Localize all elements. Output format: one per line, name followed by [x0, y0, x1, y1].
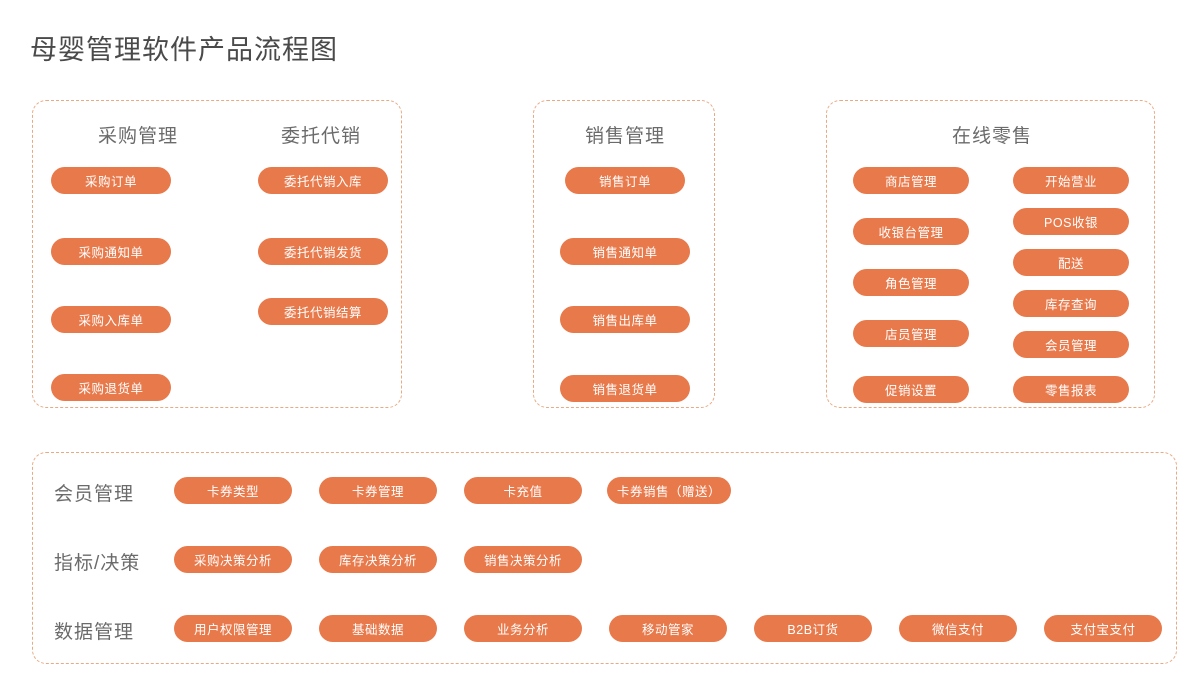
pill-sales-order[interactable]: 销售订单 — [565, 167, 685, 194]
pill-wechat-pay[interactable]: 微信支付 — [899, 615, 1017, 642]
pill-sales-return[interactable]: 销售退货单 — [560, 375, 690, 402]
pill-card-recharge[interactable]: 卡充值 — [464, 477, 582, 504]
panel-header-sales: 销售管理 — [584, 126, 666, 147]
pill-inventory-decision-analysis[interactable]: 库存决策分析 — [319, 546, 437, 573]
pill-sales-decision-analysis[interactable]: 销售决策分析 — [464, 546, 582, 573]
row-label-metrics: 指标/决策 — [54, 553, 141, 574]
pill-member-management[interactable]: 会员管理 — [1013, 331, 1129, 358]
pill-purchase-decision-analysis[interactable]: 采购决策分析 — [174, 546, 292, 573]
row-label-data: 数据管理 — [54, 622, 135, 643]
panel-header-online-retail: 在线零售 — [951, 126, 1033, 147]
page-title: 母婴管理软件产品流程图 — [30, 35, 338, 65]
pill-business-analysis[interactable]: 业务分析 — [464, 615, 582, 642]
pill-sales-notice[interactable]: 销售通知单 — [560, 238, 690, 265]
pill-store-management[interactable]: 商店管理 — [853, 167, 969, 194]
pill-basic-data[interactable]: 基础数据 — [319, 615, 437, 642]
pill-sales-outbound[interactable]: 销售出库单 — [560, 306, 690, 333]
pill-pos-checkout[interactable]: POS收银 — [1013, 208, 1129, 235]
pill-card-sales-gift[interactable]: 卡券销售（赠送） — [607, 477, 731, 504]
pill-card-type[interactable]: 卡券类型 — [174, 477, 292, 504]
pill-purchase-order[interactable]: 采购订单 — [51, 167, 171, 194]
row-label-member: 会员管理 — [54, 484, 135, 505]
pill-promotion-settings[interactable]: 促销设置 — [853, 376, 969, 403]
pill-user-permission-management[interactable]: 用户权限管理 — [174, 615, 292, 642]
pill-purchase-notice[interactable]: 采购通知单 — [51, 238, 171, 265]
pill-role-management[interactable]: 角色管理 — [853, 269, 969, 296]
pill-consign-shipment[interactable]: 委托代销发货 — [258, 238, 388, 265]
panel-sales: 销售管理 销售订单 销售通知单 销售出库单 销售退货单 — [533, 100, 715, 408]
panel-header-purchase: 采购管理 — [97, 126, 179, 147]
pill-b2b-ordering[interactable]: B2B订货 — [754, 615, 872, 642]
pill-consign-inbound[interactable]: 委托代销入库 — [258, 167, 388, 194]
pill-alipay-pay[interactable]: 支付宝支付 — [1044, 615, 1162, 642]
pill-purchase-inbound[interactable]: 采购入库单 — [51, 306, 171, 333]
pill-inventory-query[interactable]: 库存查询 — [1013, 290, 1129, 317]
panel-bottom-common: 会员管理 指标/决策 数据管理 卡券类型 卡券管理 卡充值 卡券销售（赠送） 采… — [32, 452, 1177, 664]
pill-clerk-management[interactable]: 店员管理 — [853, 320, 969, 347]
panel-purchase-consign: 采购管理 委托代销 采购订单 采购通知单 采购入库单 采购退货单 委托代销入库 … — [32, 100, 402, 408]
pill-consign-settlement[interactable]: 委托代销结算 — [258, 298, 388, 325]
pill-start-business[interactable]: 开始营业 — [1013, 167, 1129, 194]
panel-header-consign: 委托代销 — [280, 126, 362, 147]
pill-purchase-return[interactable]: 采购退货单 — [51, 374, 171, 401]
pill-mobile-steward[interactable]: 移动管家 — [609, 615, 727, 642]
pill-retail-report[interactable]: 零售报表 — [1013, 376, 1129, 403]
pill-card-management[interactable]: 卡券管理 — [319, 477, 437, 504]
panel-online-retail: 在线零售 商店管理 收银台管理 角色管理 店员管理 促销设置 开始营业 POS收… — [826, 100, 1155, 408]
pill-delivery[interactable]: 配送 — [1013, 249, 1129, 276]
pill-cashier-management[interactable]: 收银台管理 — [853, 218, 969, 245]
